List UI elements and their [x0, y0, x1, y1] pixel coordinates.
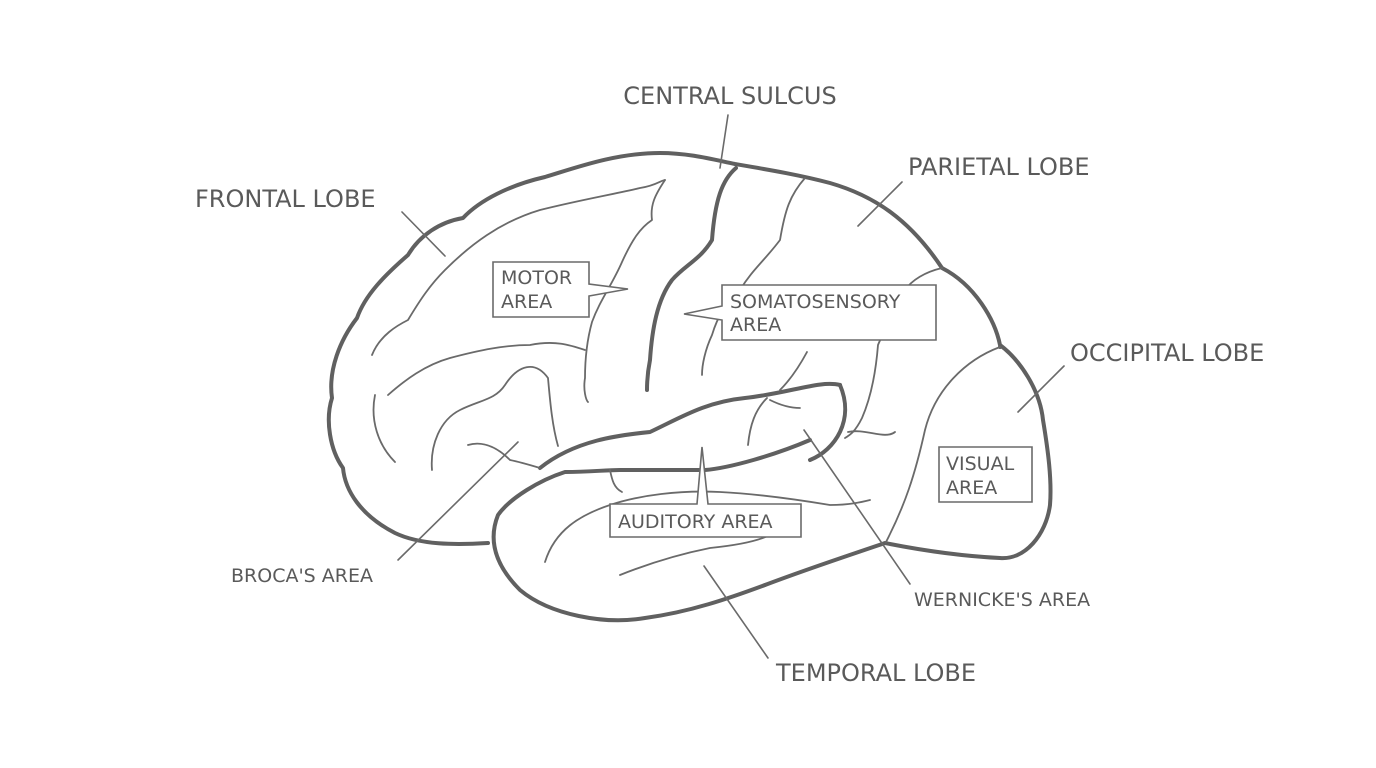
brocas-area-leader	[397, 441, 519, 561]
somatosensory-area-label-line2: AREA	[730, 314, 781, 336]
frontal-lobe-label: FRONTAL LOBE	[195, 185, 376, 213]
auditory-area-label: AUDITORY AREA	[618, 511, 773, 533]
wernickes-area-label: WERNICKE'S AREA	[914, 589, 1090, 611]
temporal-lower-edge	[808, 383, 848, 462]
visual-area-callout	[938, 446, 1033, 503]
central-sulcus-label: CENTRAL SULCUS	[623, 82, 836, 110]
parietal-lobe-leader	[857, 181, 903, 227]
leader-lines	[397, 114, 1065, 659]
temporal-lobe-leader	[703, 565, 769, 659]
parietal-lobe-label: PARIETAL LOBE	[908, 153, 1090, 181]
temporal-lobe-label: TEMPORAL LOBE	[775, 659, 976, 687]
motor-area-callout	[492, 261, 629, 318]
occipital-lobe-label: OCCIPITAL LOBE	[1070, 339, 1264, 367]
auditory-area-callout	[609, 446, 802, 538]
brocas-area-label: BROCA'S AREA	[231, 565, 373, 587]
occipital-lobe-leader	[1017, 365, 1065, 413]
central-sulcus-line	[645, 166, 738, 392]
somatosensory-area-label-line1: SOMATOSENSORY	[730, 291, 901, 313]
motor-area-label-line2: AREA	[501, 291, 552, 313]
brain-outline	[326, 151, 1053, 587]
somatosensory-area-callout	[683, 284, 937, 341]
cortex-folds	[371, 177, 906, 576]
occipital-sulcus	[885, 346, 1001, 543]
visual-area-label-line1: VISUAL	[946, 453, 1015, 475]
central-sulcus-leader	[719, 114, 729, 169]
motor-area-label-line1: MOTOR	[501, 267, 572, 289]
wernickes-area-leader	[803, 429, 911, 585]
frontal-lobe-leader	[401, 211, 446, 257]
lateral-sulcus	[538, 381, 842, 470]
visual-area-label-line2: AREA	[946, 477, 997, 499]
